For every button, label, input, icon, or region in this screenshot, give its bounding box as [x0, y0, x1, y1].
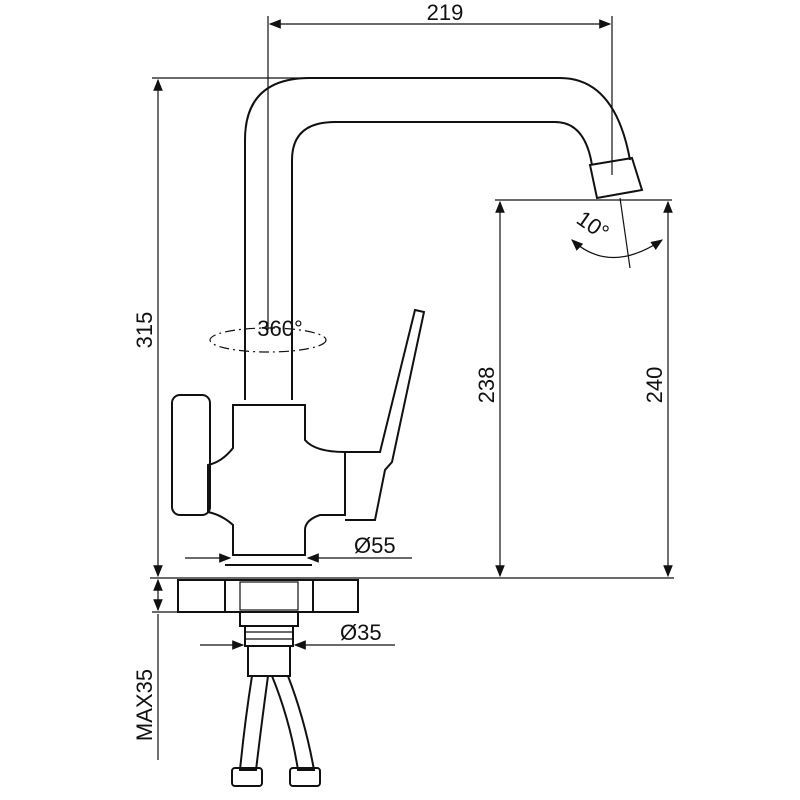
dimension-shank-diameter: Ø35	[200, 620, 395, 650]
rotation-label: 360°	[257, 316, 303, 341]
angle-label: 10°	[572, 206, 614, 246]
total-height-label: 315	[132, 312, 157, 349]
hose-nut-right	[289, 767, 321, 787]
nozzle	[588, 156, 644, 200]
dimension-angle: 10°	[495, 197, 672, 269]
spout-height-label: 238	[474, 367, 499, 404]
hose-nut-left	[231, 767, 263, 787]
dimension-base-diameter: Ø55	[185, 533, 412, 563]
max-thickness-label: MAX35	[132, 669, 157, 741]
dimension-outlet-height: 240	[642, 200, 673, 578]
shank	[239, 611, 299, 677]
faucet-body	[171, 308, 426, 566]
counter-plate	[177, 579, 359, 613]
spout	[244, 77, 644, 400]
dimension-max-thickness: MAX35	[132, 578, 178, 760]
shank-diameter-label: Ø35	[340, 620, 382, 645]
lever-handle	[345, 308, 426, 521]
dimension-reach: 219	[267, 0, 613, 330]
side-handle	[171, 394, 211, 516]
rotation-indicator: 360°	[209, 316, 327, 353]
reach-label: 219	[427, 0, 464, 25]
base-diameter-label: Ø55	[354, 533, 396, 558]
dimension-spout-height: 238	[474, 200, 505, 578]
outlet-height-label: 240	[642, 367, 667, 404]
hoses	[231, 675, 321, 787]
dimension-total-height: 315	[132, 77, 330, 578]
